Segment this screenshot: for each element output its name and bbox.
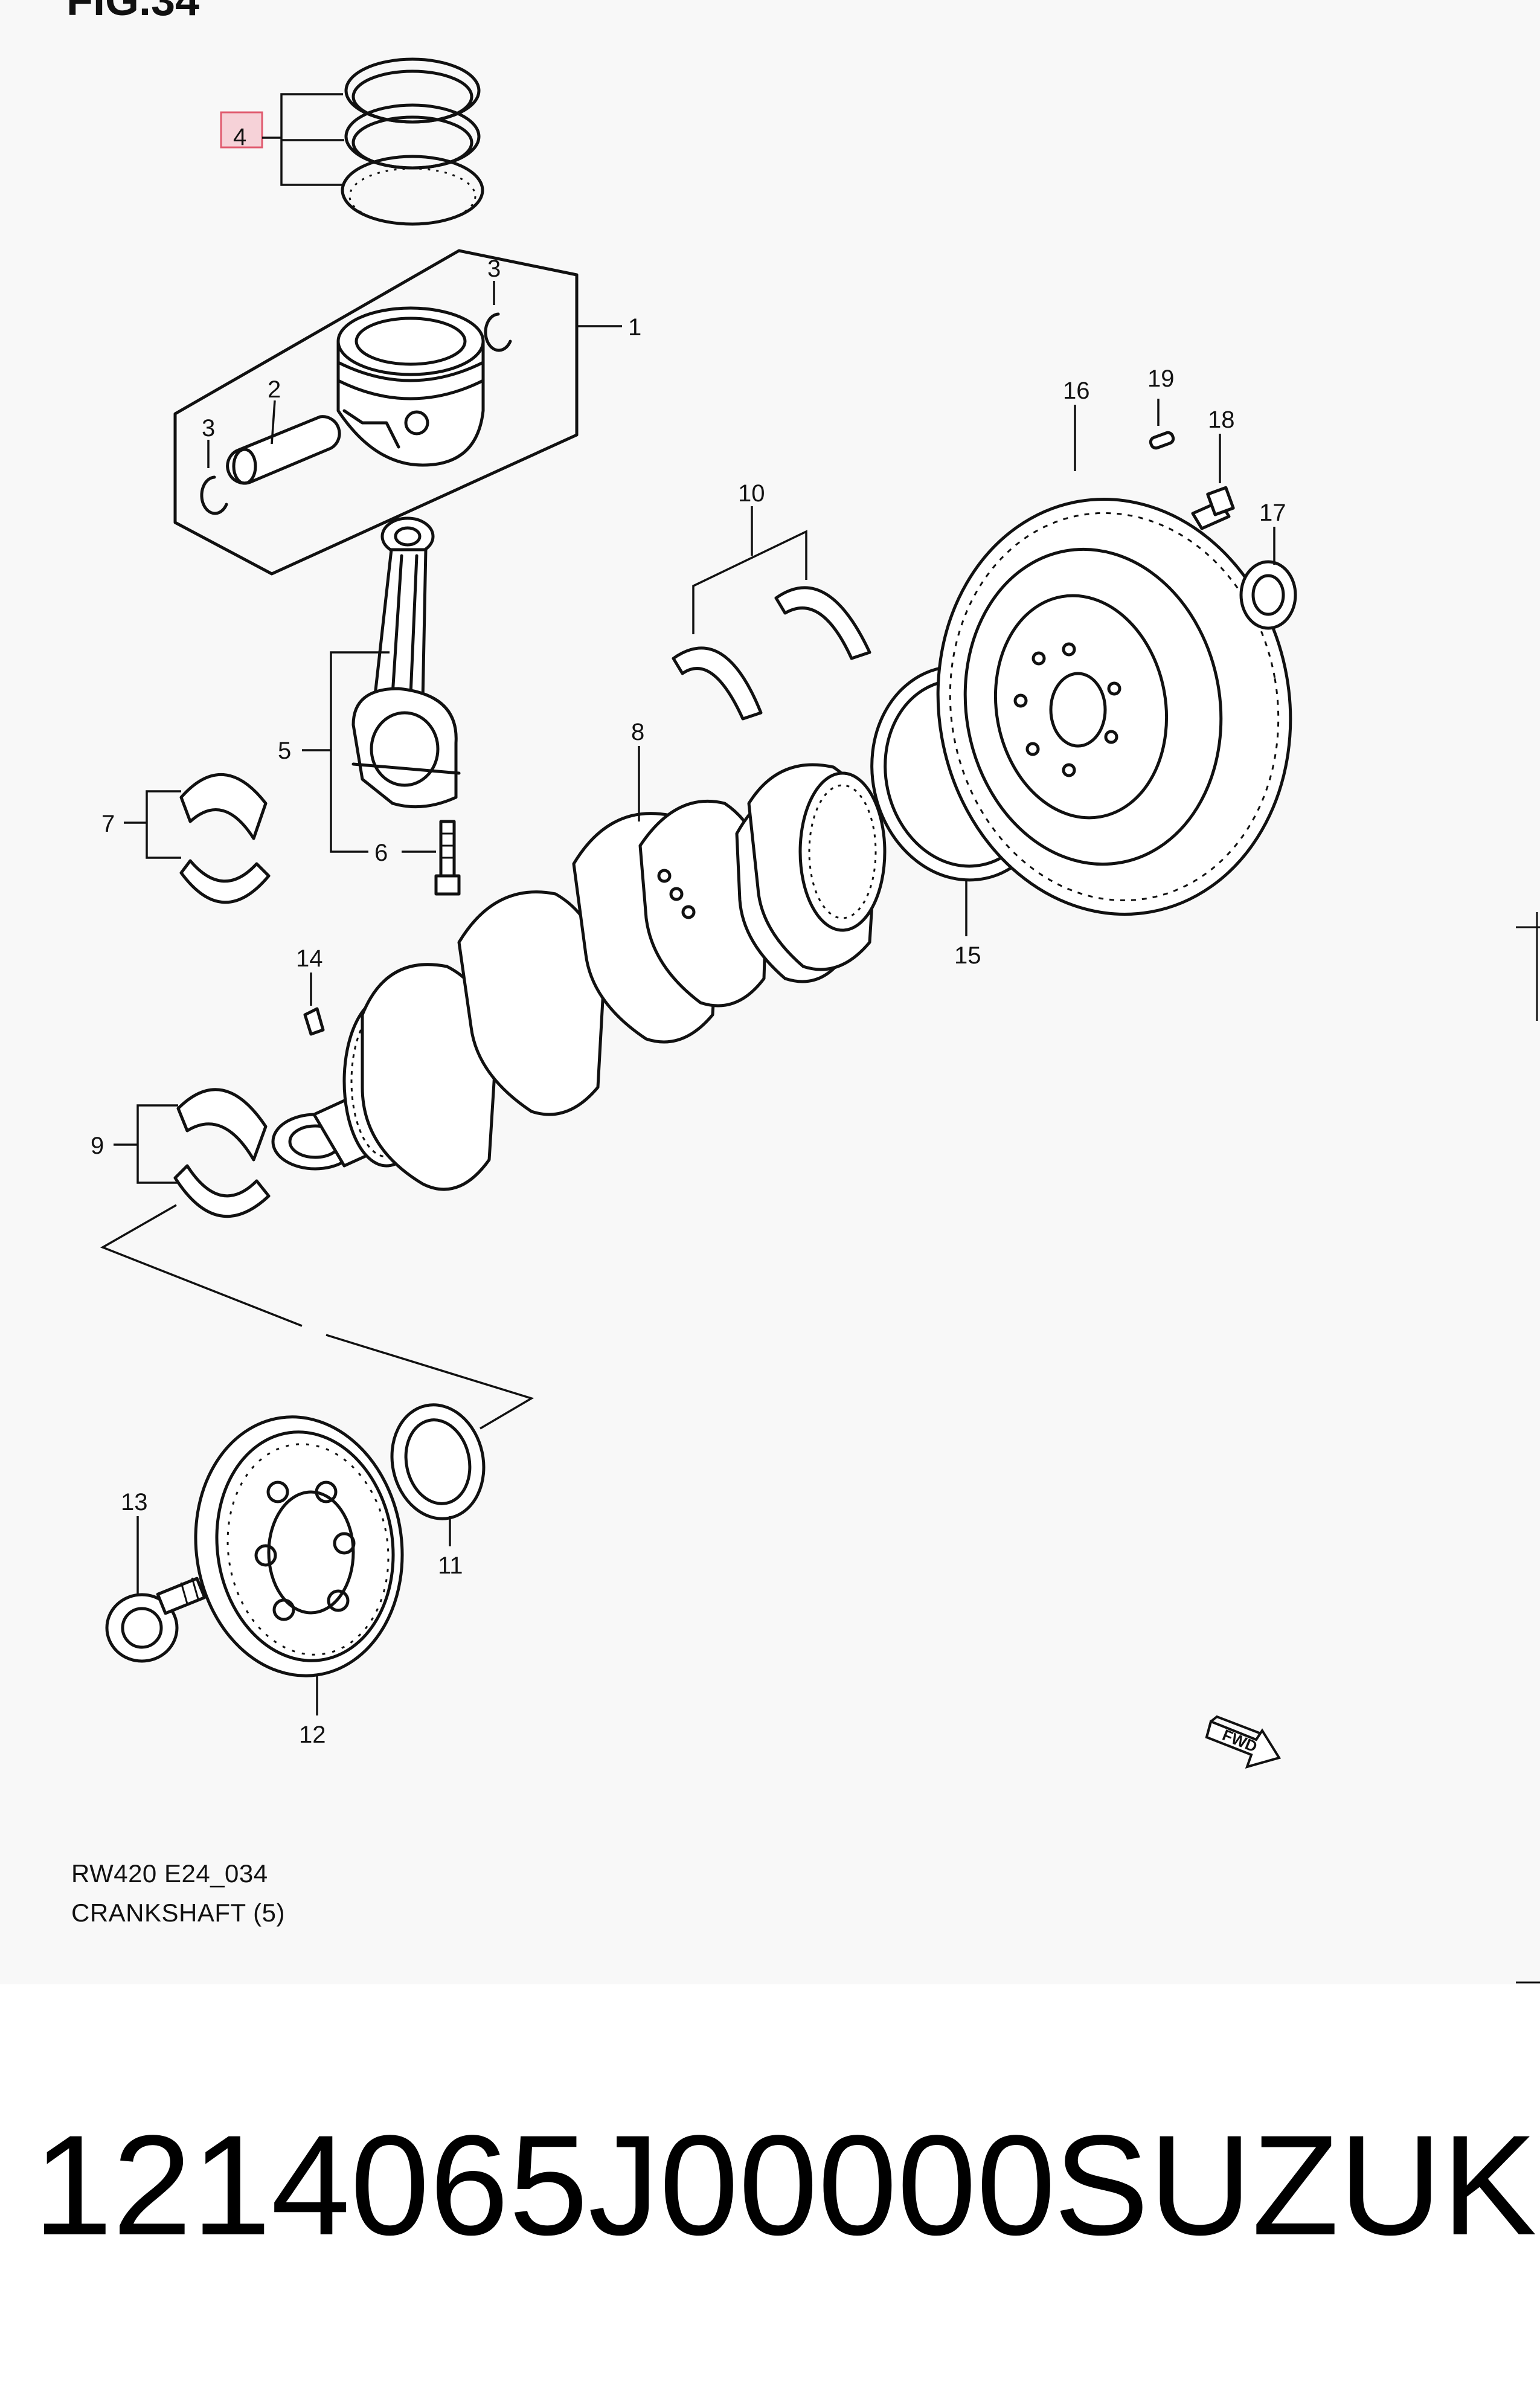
dowel-pin-drawing [1149,399,1175,450]
callout-16: 16 [1063,378,1090,404]
callout-12: 12 [299,1722,326,1748]
pulley-bolt-drawing [105,1516,207,1663]
front-oil-seal-drawing [390,1403,486,1546]
piston-rings-drawing [341,57,484,226]
piston-pin-drawing [226,400,341,485]
callout-7: 7 [101,811,115,837]
callout-1: 1 [628,314,641,341]
callout-19: 19 [1147,365,1175,392]
piston-assembly-box [173,249,622,576]
brand-name: SUZUKI [1054,2106,1540,2265]
callout-labels: 1 2 3 3 4 5 6 7 8 9 10 11 12 13 14 15 16… [91,124,1286,1748]
callout-11: 11 [438,1552,463,1579]
connecting-rod-drawing [351,516,461,809]
highlight-box [220,111,263,149]
callout-18: 18 [1208,407,1235,433]
pilot-bearing-drawing [1239,527,1297,630]
callout-4: 4 [233,124,246,150]
callout-3-upper: 3 [487,256,501,282]
flywheel-bolt-drawing [1191,434,1235,530]
figure-title: CRANKSHAFT (5) [71,1898,285,1927]
thrust-washer-drawings [672,506,871,721]
callout-5-6-bracket [302,651,436,853]
main-bearing-drawings [114,1088,271,1218]
conrod-bearing-drawings [124,773,271,904]
exploded-parts-diagram: FWD 1 2 3 3 4 5 6 7 8 9 10 11 12 13 14 1… [91,57,1540,1984]
part-number: 1214065J00000 [33,2106,1056,2265]
flywheel-drawing [936,405,1292,916]
callout-13: 13 [121,1489,148,1516]
snap-ring-drawings [200,281,512,515]
callout-17: 17 [1259,500,1286,526]
callout-8: 8 [631,719,644,745]
callout-5: 5 [278,738,291,764]
crank-pulley-drawing [194,1415,404,1715]
callout-14: 14 [296,945,323,972]
callout-6: 6 [374,840,388,866]
figure-header: FIG.34 [66,0,200,25]
piston-drawing [336,306,485,467]
callout-15: 15 [954,942,981,969]
pulley-group-outline [100,1204,534,1430]
callout-4-bracket [220,93,344,186]
figure-code: RW420 E24_034 [71,1859,268,1888]
crank-key-drawing [303,973,325,1036]
rod-bolt-drawing [434,820,461,896]
fwd-direction-marker: FWD [1205,1715,1282,1769]
callout-9: 9 [91,1133,104,1159]
callout-10: 10 [738,480,765,507]
callout-3-lower: 3 [202,415,215,442]
crankshaft-drawing [271,746,887,1191]
callout-2: 2 [268,376,281,403]
